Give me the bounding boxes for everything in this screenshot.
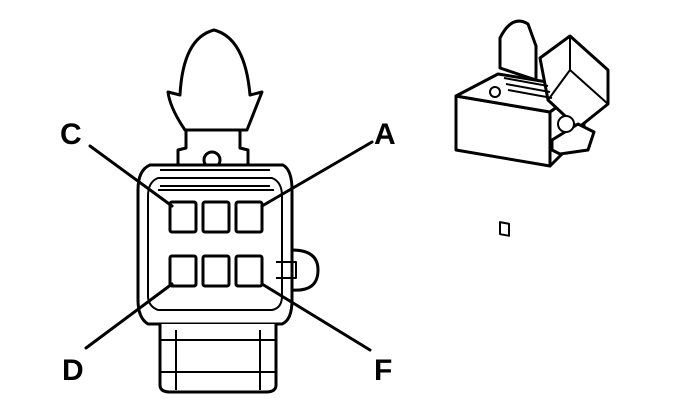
pin-label-c: C xyxy=(60,118,82,151)
pin-cavity-d xyxy=(168,254,198,288)
side-latch-inner xyxy=(276,261,297,279)
pin-cavity-a xyxy=(234,200,264,234)
boot-ridges xyxy=(160,330,276,390)
pin-cavity-grid xyxy=(168,200,264,288)
connector-front-view xyxy=(136,28,320,394)
pin-label-f: F xyxy=(374,354,392,387)
leader-line-f xyxy=(260,282,372,352)
pin-label-d: D xyxy=(62,354,84,387)
leader-lines xyxy=(84,140,374,352)
iso-latch-knob xyxy=(557,115,575,133)
housing-top-ridge xyxy=(158,169,274,191)
pin-cavity-c xyxy=(168,200,198,234)
iso-rear-housing-edge xyxy=(547,36,609,105)
wire-boot xyxy=(158,322,278,394)
leader-line-c xyxy=(88,144,174,208)
pin-cavity-b xyxy=(201,200,231,234)
iso-window xyxy=(499,221,510,237)
side-latch xyxy=(290,248,320,292)
locking-tab xyxy=(166,28,264,132)
leader-line-d xyxy=(84,282,174,350)
iso-lock-tab xyxy=(498,19,538,82)
leader-line-a xyxy=(260,140,374,208)
iso-lock-hole xyxy=(489,86,501,98)
pin-cavity-e xyxy=(201,254,231,288)
pin-label-a: A xyxy=(374,118,396,151)
pin-cavity-f xyxy=(234,254,264,288)
iso-lock-ridges xyxy=(503,77,553,99)
iso-bottom-latch xyxy=(550,122,596,156)
connector-housing xyxy=(136,163,294,326)
connector-isometric-view xyxy=(454,19,610,237)
